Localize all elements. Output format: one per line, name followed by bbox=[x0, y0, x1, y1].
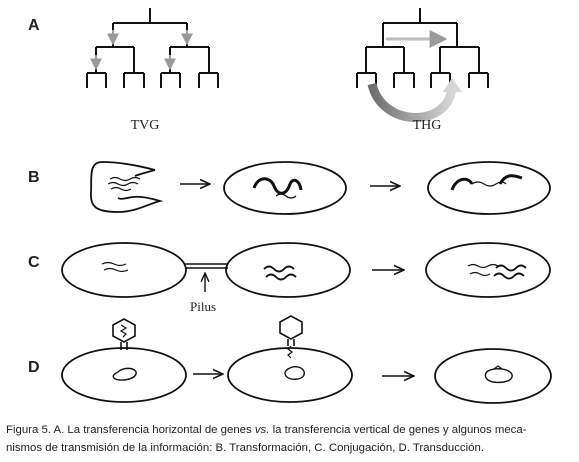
donor-cell-c bbox=[61, 242, 187, 298]
free-dna-fragments bbox=[107, 176, 141, 192]
chromosome-left-b bbox=[450, 177, 474, 191]
bacteriophage-2 bbox=[279, 315, 303, 359]
chromosome-c-after bbox=[493, 264, 527, 280]
recipient-cell-b bbox=[223, 161, 347, 215]
panel-letter-c: C bbox=[28, 254, 40, 271]
acquired-dna-c bbox=[467, 263, 499, 277]
caption-line-1: Figura 5. A. La transferencia horizontal… bbox=[6, 421, 572, 439]
curved-arrow-head bbox=[443, 78, 462, 92]
plasmid-dna-c bbox=[101, 261, 129, 273]
chromosome-right-b bbox=[498, 174, 523, 185]
chromosome-d-2 bbox=[284, 366, 305, 380]
conjugated-cell-c bbox=[425, 242, 551, 298]
transduced-dna-d bbox=[493, 365, 503, 370]
panel-letter-d: D bbox=[28, 359, 40, 376]
thg-label: THG bbox=[413, 118, 442, 133]
infected-cell-d bbox=[61, 318, 187, 403]
incoming-dna-b bbox=[275, 193, 297, 199]
phage-dna-2 bbox=[287, 345, 293, 359]
caption-line1-rest: la transferencia vertical de genes y alg… bbox=[269, 424, 527, 436]
transformed-cell-b bbox=[427, 161, 551, 215]
chromosome-c bbox=[263, 265, 297, 281]
gray-down-arrows bbox=[90, 30, 193, 71]
bacteriophage-1 bbox=[112, 318, 136, 350]
horizontal-transfer-tree bbox=[356, 8, 489, 122]
panel-letter-b: B bbox=[28, 169, 40, 186]
tvg-label: TVG bbox=[131, 118, 160, 133]
pilus-bridge bbox=[185, 263, 228, 269]
caption-lead: Figura 5. A. La transferencia horizontal… bbox=[6, 424, 255, 436]
phage-release-cell-d bbox=[227, 315, 353, 403]
caption-line-2: nismos de transmisión de la información:… bbox=[6, 442, 484, 454]
lysed-donor-cell bbox=[90, 161, 164, 213]
transduced-cell-d bbox=[434, 348, 552, 404]
panel-letter-a: A bbox=[28, 17, 40, 34]
chromosome-d-3 bbox=[484, 368, 513, 384]
chromosome-d-1 bbox=[112, 367, 137, 381]
caption-vs: vs. bbox=[254, 424, 270, 436]
figure-caption: Figura 5. A. La transferencia horizontal… bbox=[6, 421, 572, 457]
pilus-label: Pilus bbox=[190, 299, 216, 314]
vertical-transfer-tree bbox=[86, 8, 219, 88]
recipient-cell-c bbox=[225, 242, 351, 298]
chromosome-b bbox=[252, 177, 303, 195]
curved-transfer-arrow bbox=[367, 82, 457, 122]
